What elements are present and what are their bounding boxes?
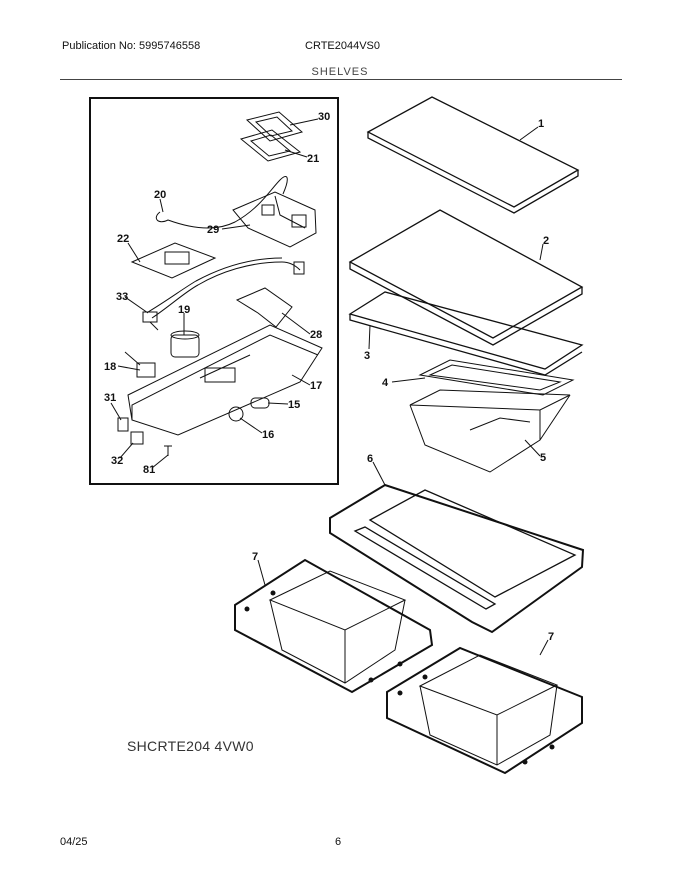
wire-harness bbox=[151, 261, 301, 319]
callout-17: 17 bbox=[310, 380, 322, 392]
callout-30: 30 bbox=[318, 111, 330, 123]
page-number: 6 bbox=[335, 836, 342, 848]
callout-6: 6 bbox=[367, 453, 373, 465]
callout-1: 1 bbox=[538, 118, 544, 130]
callout-33: 33 bbox=[116, 291, 128, 303]
part-18-switch bbox=[124, 351, 156, 378]
part-7-bin-right bbox=[418, 654, 559, 766]
callout-31: 31 bbox=[104, 392, 116, 404]
part-7-bin-left bbox=[268, 570, 407, 684]
part-3-glass-shelf bbox=[348, 291, 584, 376]
part-81-screw bbox=[164, 445, 172, 456]
header-rule bbox=[60, 79, 622, 80]
part-31-part bbox=[117, 417, 129, 432]
part-19-motor bbox=[170, 330, 200, 358]
callout-18: 18 bbox=[104, 361, 116, 373]
callout-22: 22 bbox=[117, 233, 129, 245]
bin-screws bbox=[244, 590, 555, 765]
callout-7-right: 7 bbox=[548, 631, 554, 643]
part-33-connector bbox=[142, 311, 159, 331]
part-5-crisper-drawer bbox=[409, 389, 571, 473]
diagram-code: SHCRTE204 4VW0 bbox=[127, 738, 254, 754]
part-32-part bbox=[130, 431, 144, 445]
callout-81: 81 bbox=[143, 464, 155, 476]
callout-2: 2 bbox=[543, 235, 549, 247]
callout-20: 20 bbox=[154, 189, 166, 201]
model-number: CRTE2044VS0 bbox=[305, 40, 381, 52]
callout-3: 3 bbox=[364, 350, 370, 362]
harness-connector bbox=[293, 261, 305, 275]
inset-frame bbox=[89, 97, 339, 485]
callout-29: 29 bbox=[207, 224, 219, 236]
part-16-knob bbox=[228, 406, 244, 422]
callout-7-left: 7 bbox=[252, 551, 258, 563]
callout-32: 32 bbox=[111, 455, 123, 467]
callout-16: 16 bbox=[262, 429, 274, 441]
part-29-housing bbox=[232, 191, 317, 248]
part-1-glass-shelf bbox=[366, 96, 580, 214]
group-6-frame bbox=[329, 483, 585, 634]
publication-number: Publication No: 5995746558 bbox=[62, 40, 201, 52]
part-22-board bbox=[130, 242, 217, 279]
callout-5: 5 bbox=[540, 452, 546, 464]
callout-15: 15 bbox=[288, 399, 300, 411]
part-2-glass-shelf bbox=[348, 209, 584, 346]
callout-4: 4 bbox=[382, 377, 389, 389]
group-7-frame-right bbox=[386, 646, 583, 775]
part-4-crisper-cover bbox=[418, 359, 575, 396]
part-20-wire bbox=[155, 176, 288, 229]
callout-21: 21 bbox=[307, 153, 319, 165]
part-21-gasket bbox=[239, 129, 302, 162]
section-title: SHELVES bbox=[311, 66, 369, 78]
leader-lines bbox=[110, 118, 549, 656]
group-7-frame-left bbox=[234, 558, 434, 694]
callout-19: 19 bbox=[178, 304, 190, 316]
part-17-control-housing bbox=[127, 324, 323, 436]
footer-date: 04/25 bbox=[60, 836, 88, 848]
callout-28: 28 bbox=[310, 329, 322, 341]
part-28-baffle bbox=[235, 287, 293, 328]
part-6-shelf bbox=[353, 489, 577, 610]
part-30-frame bbox=[245, 111, 304, 142]
